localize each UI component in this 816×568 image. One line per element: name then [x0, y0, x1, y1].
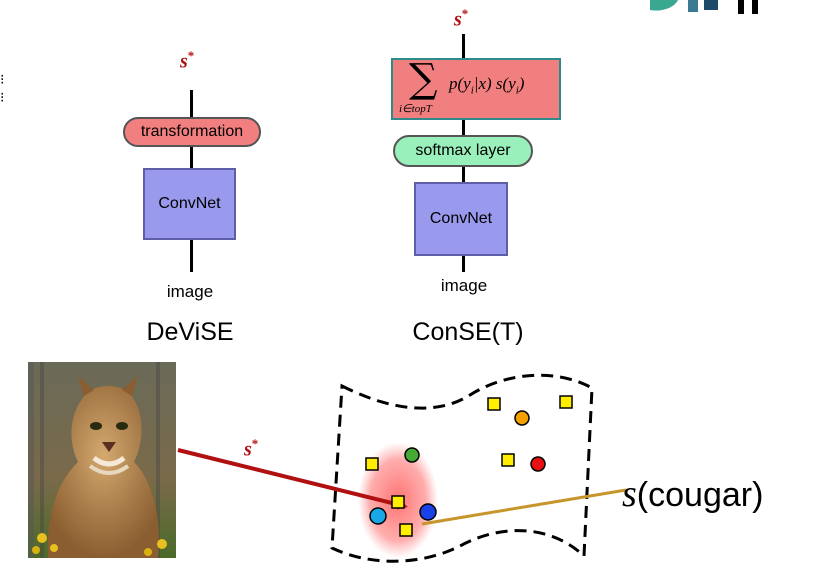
conse-convnet-label: ConvNet [429, 210, 493, 227]
class-circle-red [530, 456, 546, 472]
devise-transformation-layer: transformation [123, 117, 261, 147]
devise-transformation-label: transformation [140, 123, 244, 140]
devise-line-top [190, 90, 193, 118]
formula-body: p(yi|x) s(yi) [449, 74, 525, 97]
conse-line-upper [462, 120, 465, 136]
cougar-label: s(cougar) [622, 473, 764, 515]
class-circle-green [404, 447, 420, 463]
devise-line-bottom [190, 240, 193, 272]
class-square [559, 395, 573, 409]
sigma-symbol: ∑ [409, 56, 438, 102]
class-circle-orange [514, 410, 530, 426]
conse-line-bottom [462, 256, 465, 272]
devise-image-label: image [166, 282, 214, 301]
conse-caption: ConSE(T) [412, 318, 524, 346]
sigma-subscript: i∈topT [399, 103, 432, 115]
class-square [391, 495, 405, 509]
devise-output-symbol: s* [180, 48, 195, 73]
cougar-pointer-line [421, 488, 627, 526]
conse-softmax-layer: softmax layer [393, 135, 533, 167]
conse-line-middle [462, 167, 465, 182]
class-square [487, 397, 501, 411]
left-edge-fragment: ⁝⁝ [0, 71, 5, 105]
conse-convnet-box: ConvNet [414, 182, 508, 256]
conse-image-label: image [440, 276, 488, 295]
devise-convnet-box: ConvNet [143, 168, 236, 240]
logo-fragment [650, 0, 758, 14]
devise-line-middle [190, 147, 193, 168]
embedding-space-boundary [330, 373, 594, 563]
devise-caption: DeViSE [146, 318, 234, 346]
class-square [501, 453, 515, 467]
class-circle-cyan [369, 507, 387, 525]
projection-arrow [177, 448, 408, 510]
devise-convnet-label: ConvNet [158, 195, 221, 212]
conse-softmax-label: softmax layer [415, 142, 511, 159]
cougar-image [28, 362, 176, 558]
conse-output-symbol: s* [454, 6, 469, 31]
class-circle-blue [419, 503, 437, 521]
conse-weighted-sum-formula: ∑ i∈topT p(yi|x) s(yi) [391, 56, 561, 120]
arrow-symbol: s* [244, 436, 259, 461]
conse-line-top [462, 34, 465, 58]
class-square [365, 457, 379, 471]
class-square [399, 523, 413, 537]
